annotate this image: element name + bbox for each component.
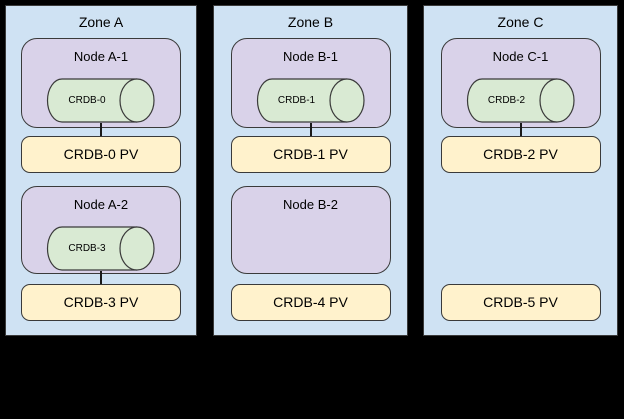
node-label: Node C-1 [492,49,549,64]
crdb-pod-cylinder: CRDB-1 [256,78,365,123]
zone-a: Zone A Node A-1 CRDB-0 CRDB-0 PV Node A-… [5,5,197,336]
node-b2: Node B-2 [230,186,391,274]
pod-label: CRDB-0 [68,95,106,106]
pv-box: CRDB-0 PV [21,136,181,173]
crdb-cylinder-icon [46,78,155,123]
pod-label: CRDB-2 [487,95,526,106]
pod-label: CRDB-3 [68,243,106,254]
node-label: Node B-1 [283,49,338,64]
crdb-pod-cylinder: CRDB-3 [46,226,155,271]
crdb-pod-cylinder: CRDB-2 [466,78,575,123]
zone-label: Zone B [287,14,334,30]
crdb-cylinder-icon [466,78,575,123]
crdb-cylinder-icon [256,78,365,123]
pod-pv-connector-line [100,271,102,285]
pv-box: CRDB-4 PV [230,284,391,321]
pv-box: CRDB-5 PV [440,284,601,321]
pod-pv-connector-line [309,123,312,137]
crdb-cylinder-icon [46,226,155,271]
zone-c: Zone C Node C-1 CRDB-2 CRDB-2 PV CRDB-5 … [423,5,618,336]
crdb-pod-cylinder: CRDB-0 [46,78,155,123]
pod-label: CRDB-1 [277,95,316,106]
pod-pv-connector-line [519,123,522,137]
pod-pv-connector-line [100,123,102,137]
node-label: Node B-2 [283,197,338,212]
zone-label: Zone C [497,14,544,30]
zone-b: Zone B Node B-1 CRDB-1 CRDB-1 PV Node B-… [213,5,408,336]
pv-box: CRDB-2 PV [440,136,601,173]
pv-box: CRDB-1 PV [230,136,391,173]
pv-box: CRDB-3 PV [21,284,181,321]
node-label: Node A-2 [73,197,129,212]
zone-label: Zone A [78,14,124,30]
node-label: Node A-1 [73,49,129,64]
